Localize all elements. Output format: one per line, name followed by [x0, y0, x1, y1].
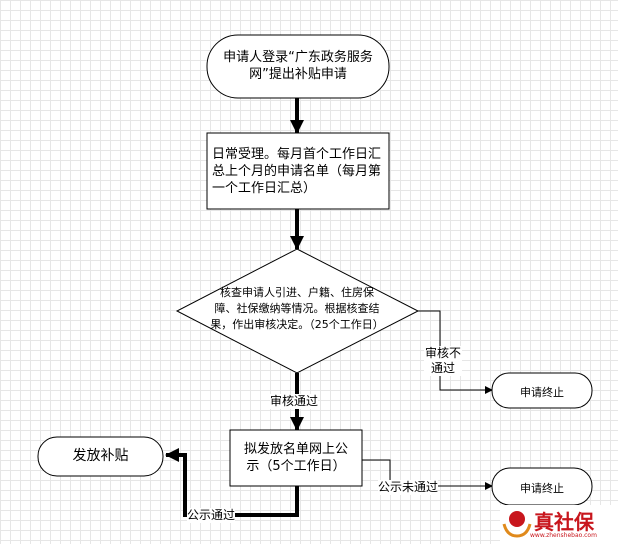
- grant-node: [37, 436, 164, 477]
- arrow-pub-fail: [362, 459, 493, 490]
- start-text: 申请人登录“广东政务服务网”提出补贴申请: [223, 50, 373, 82]
- pub-fail-label: 公示未通过: [378, 480, 439, 495]
- accept-text: 日常受理。每月首个工作日汇总上个月的申请名单（每月第一个工作日汇总）: [212, 147, 382, 196]
- end1-node: [491, 372, 593, 409]
- logo: 真社保 www.zhenshebao.com: [500, 505, 618, 544]
- end2-text: 申请终止: [520, 482, 564, 495]
- accept-node: [206, 132, 390, 210]
- publicity-text: 拟发放名单网上公示（5个工作日）: [243, 442, 348, 474]
- publicity-node: [229, 429, 363, 487]
- grant-text: 发放补贴: [72, 448, 129, 464]
- logo-name: 真社保: [534, 510, 594, 534]
- arrow-pub-pass: [165, 448, 299, 517]
- globe-hands-icon: [502, 511, 532, 538]
- end1-text: 申请终止: [520, 386, 564, 399]
- reject-label: 审核不通过: [424, 346, 462, 376]
- review-text: 核查申请人引进、户籍、住房保障、社保缴纳等情况。根据核查结果，作出审核决定。（2…: [210, 286, 384, 331]
- logo-url: www.zhenshebao.com: [530, 532, 597, 539]
- pub-pass-label: 公示通过: [187, 508, 236, 523]
- pass-label: 审核通过: [270, 394, 319, 409]
